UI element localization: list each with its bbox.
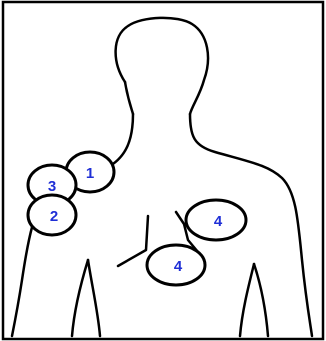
marker-1-label: 1: [86, 165, 94, 182]
marker-4-lower: 4: [147, 245, 205, 285]
marker-4-upper-label: 4: [214, 213, 223, 230]
marker-4-upper: 4: [186, 200, 246, 240]
marker-4-lower-label: 4: [174, 258, 183, 275]
marker-3-label: 3: [48, 178, 56, 195]
marker-2-label: 2: [50, 208, 58, 225]
marker-2: 2: [28, 195, 76, 235]
